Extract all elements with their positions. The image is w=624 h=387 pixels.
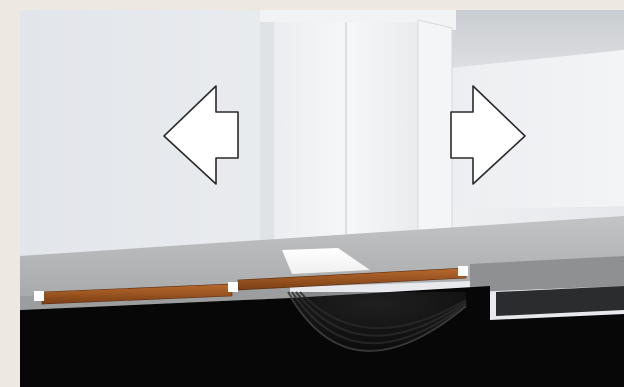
scene-illustration — [20, 10, 624, 387]
elevator-scene — [20, 10, 624, 387]
